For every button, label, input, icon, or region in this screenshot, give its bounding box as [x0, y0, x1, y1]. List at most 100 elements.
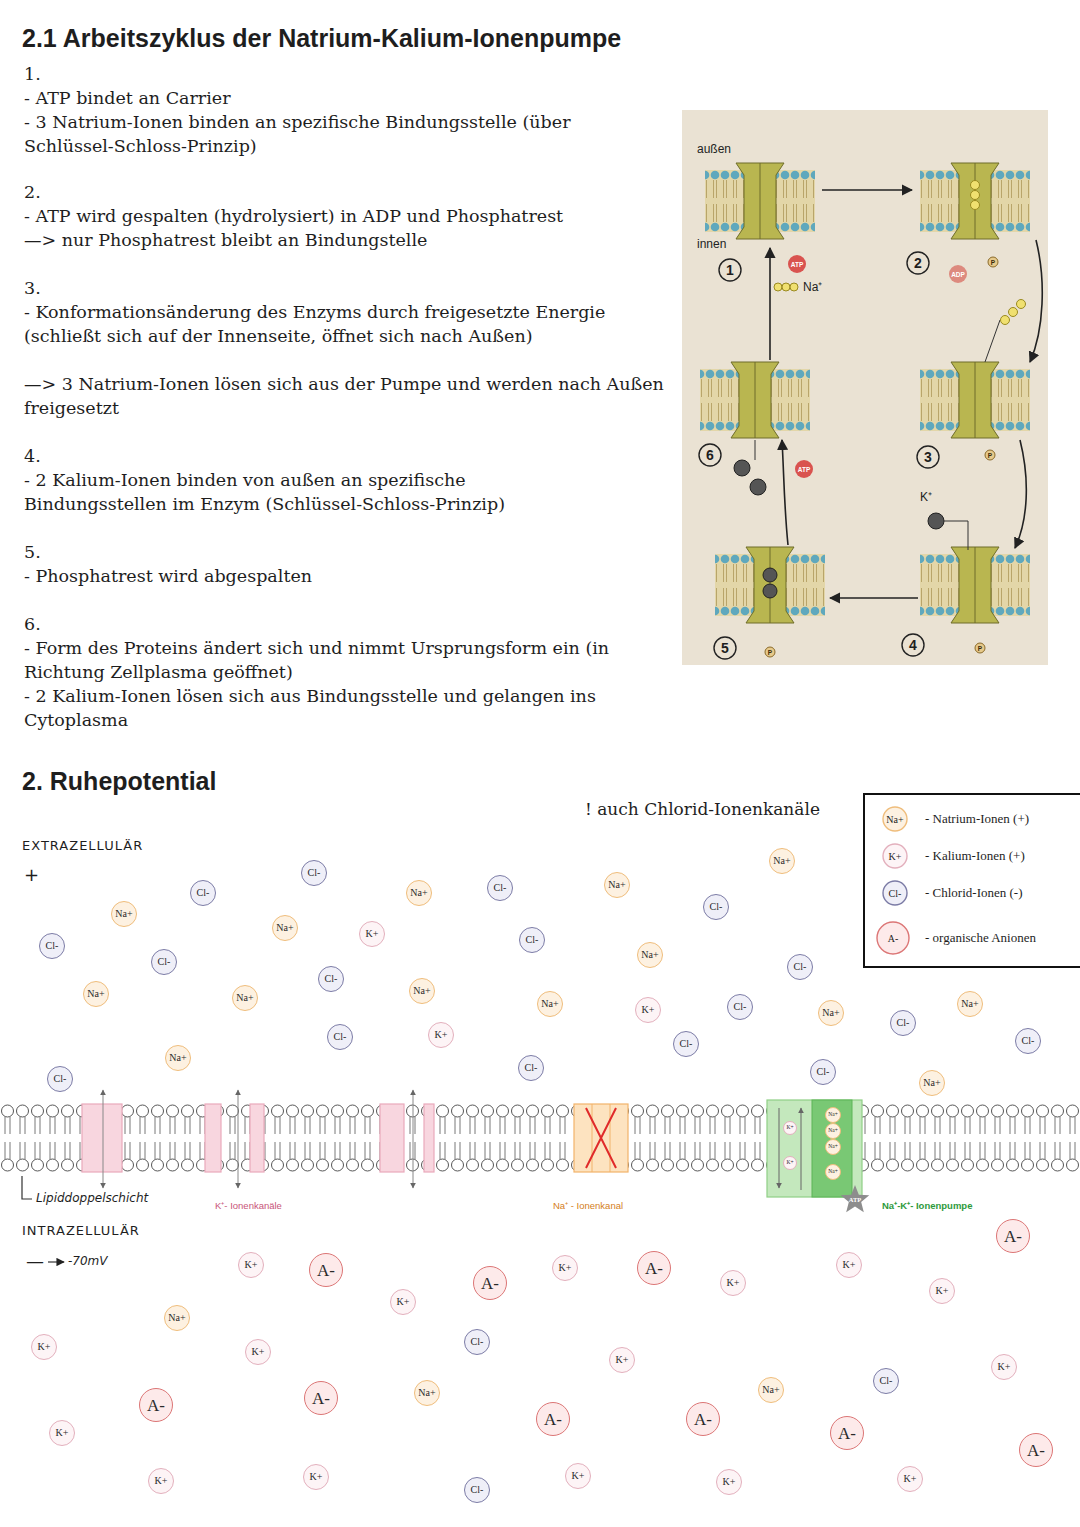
ion-label: Cl-: [308, 868, 321, 878]
ion-label: K+: [397, 1297, 410, 1307]
callout-number: 1: [726, 263, 734, 277]
chloride-ion: Cl-: [464, 1477, 490, 1503]
ion-label: Na+: [828, 1169, 838, 1175]
chloride-ion: Cl-: [39, 933, 65, 959]
ion-label: Cl-: [710, 902, 723, 912]
potassium-ion: K+: [565, 1463, 591, 1489]
ion-label: A-: [544, 1411, 562, 1428]
ion-label: Cl-: [794, 962, 807, 972]
callout-number: 6: [706, 448, 714, 462]
step-number: 5.: [24, 540, 41, 564]
step-text: - Form des Proteins ändert sich und nimm…: [24, 636, 664, 684]
sodium-ion: Na+: [957, 991, 983, 1017]
potassium-ion: K+: [49, 1420, 75, 1446]
ion-label: K+: [38, 1342, 51, 1352]
potassium-ion: K+: [991, 1354, 1017, 1380]
ion-label: K+: [155, 1476, 168, 1486]
ion-label: K⁺: [920, 490, 932, 504]
side-label: außen: [697, 142, 731, 156]
ion-label: Cl-: [325, 974, 338, 984]
legend-symbol: Cl-: [889, 888, 902, 899]
chloride-ion: Cl-: [703, 894, 729, 920]
chloride-ion: Cl-: [727, 994, 753, 1020]
sodium-ion: Na+: [637, 942, 663, 968]
chloride-ion: Cl-: [873, 1368, 899, 1394]
step-text: - ATP wird gespalten (hydrolysiert) in A…: [24, 204, 563, 228]
channel-label: Na⁺ - Ionenkanal: [553, 1200, 623, 1212]
sodium-ion: Na+: [272, 915, 298, 941]
potassium-ion: K+: [897, 1466, 923, 1492]
ion-label: Na+: [828, 1128, 838, 1134]
sodium-ion: Na+: [825, 1107, 841, 1123]
step-text: —> nur Phosphatrest bleibt an Bindungste…: [24, 228, 427, 252]
region-label: EXTRAZELLULÄR: [22, 838, 143, 854]
chloride-ion: Cl-: [318, 966, 344, 992]
potassium-ion: K+: [783, 1121, 797, 1135]
ion-label: ATP: [849, 1197, 862, 1204]
ion-label: K+: [642, 1005, 655, 1015]
step-text: - 2 Kalium-Ionen lösen sich aus Bindungs…: [24, 684, 644, 732]
potassium-ion: K+: [245, 1339, 271, 1365]
potassium-ion: K+: [148, 1468, 174, 1494]
ion-label: Na+: [410, 888, 427, 898]
step-number: 4.: [24, 444, 41, 468]
potassium-ion: K+: [552, 1255, 578, 1281]
sodium-ion: Na+: [919, 1070, 945, 1096]
ion-label: A-: [1027, 1442, 1045, 1459]
callout-number: 5: [721, 641, 729, 655]
ion-label: K+: [786, 1125, 793, 1131]
legend-text: - organische Anionen: [925, 930, 1036, 946]
ion-label: Na+: [413, 986, 430, 996]
ion-label: Cl-: [880, 1376, 893, 1386]
region-label: INTRAZELLULÄR: [22, 1223, 140, 1239]
legend-swatch: [883, 844, 907, 868]
chloride-ion: Cl-: [487, 875, 513, 901]
potassium-ion: K+: [609, 1347, 635, 1373]
step-number: 3.: [24, 276, 41, 300]
ion-label: Cl-: [158, 957, 171, 967]
ion-label: Na+: [773, 856, 790, 866]
ion-label: K+: [366, 929, 379, 939]
charge-sign: —: [26, 1250, 44, 1272]
ion-label: Cl-: [817, 1067, 830, 1077]
potassium-ion: K+: [836, 1252, 862, 1278]
ion-label: Cl-: [1022, 1036, 1035, 1046]
ion-label: Cl-: [471, 1485, 484, 1495]
sodium-ion: Na+: [758, 1377, 784, 1403]
phosphate-label: P: [988, 452, 992, 459]
chloride-ion: Cl-: [518, 1055, 544, 1081]
sodium-ion: Na+: [825, 1164, 841, 1180]
molecule-label: ATP: [798, 466, 811, 473]
pump-cycle-figure: [682, 110, 1048, 665]
ion-label: Na+: [87, 989, 104, 999]
organic-anion: A-: [304, 1381, 338, 1415]
chloride-ion: Cl-: [519, 927, 545, 953]
potassium-ion: K+: [635, 997, 661, 1023]
ion-label: Cl-: [334, 1032, 347, 1042]
step-text: —> 3 Natrium-Ionen lösen sich aus der Pu…: [24, 372, 664, 420]
sodium-ion: Na+: [414, 1380, 440, 1406]
legend-symbol: K+: [889, 851, 902, 862]
legend-swatch: [877, 922, 909, 954]
organic-anion: A-: [1019, 1433, 1053, 1467]
sodium-ion: Na+: [818, 1000, 844, 1026]
potassium-ion: K+: [428, 1022, 454, 1048]
potassium-ion: K+: [720, 1270, 746, 1296]
ion-label: K+: [786, 1160, 793, 1166]
ion-label: Na+: [276, 923, 293, 933]
membrane-label: Lipiddoppelschicht: [36, 1191, 148, 1206]
sodium-ion: Na+: [111, 901, 137, 927]
molecule-label: ADP: [951, 271, 965, 278]
ion-label: Na+: [923, 1078, 940, 1088]
molecule-label: ATP: [791, 261, 804, 268]
phosphate-label: P: [978, 645, 982, 652]
ion-label: A-: [312, 1390, 330, 1407]
ion-label: Na+: [822, 1008, 839, 1018]
ion-label: A-: [147, 1397, 165, 1414]
note: ! auch Chlorid-Ionenkanäle: [585, 798, 820, 820]
ion-label: Na+: [828, 1144, 838, 1150]
ion-label: Na+: [236, 993, 253, 1003]
sodium-ion: Na+: [537, 991, 563, 1017]
ion-label: Na+: [168, 1313, 185, 1323]
ion-label: K+: [904, 1474, 917, 1484]
